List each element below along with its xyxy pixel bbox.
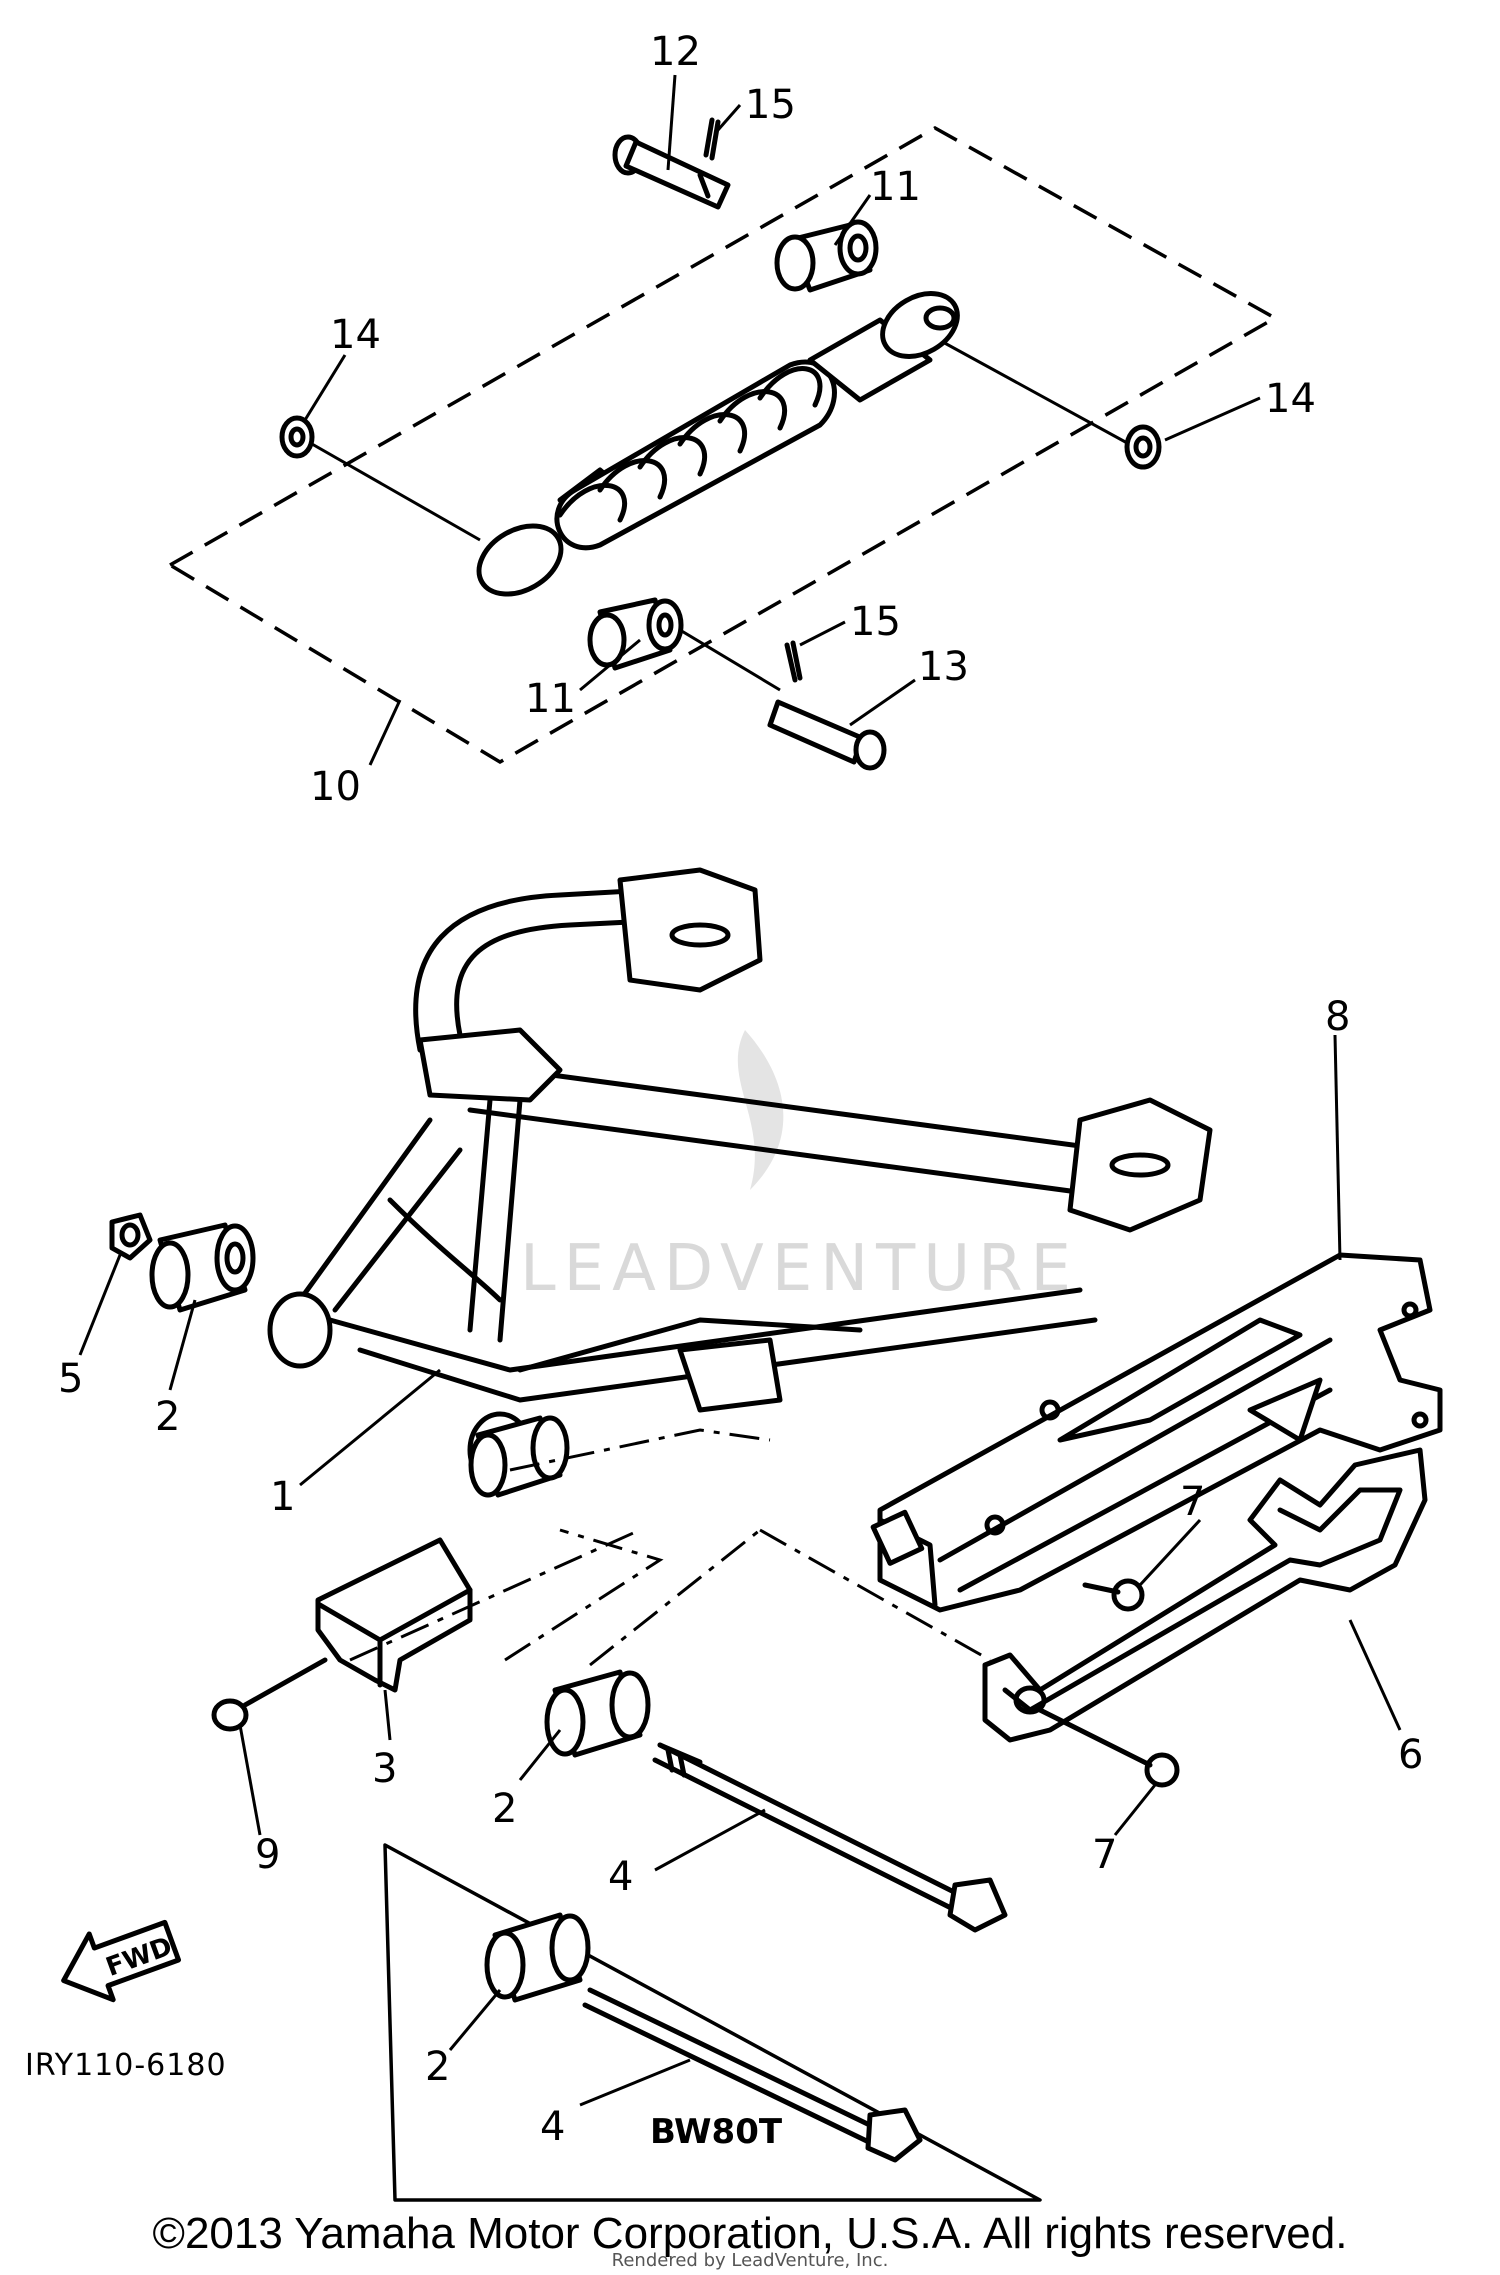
bushing-2a <box>149 1222 256 1313</box>
callout-2b: 2 <box>492 1786 517 1832</box>
pivot-shaft-4b <box>582 1987 923 2163</box>
bolt-7a <box>1082 1578 1145 1612</box>
callout-3: 3 <box>372 1746 397 1792</box>
callout-7a: 7 <box>1180 1479 1205 1525</box>
washer-14b <box>1124 424 1162 470</box>
callout-2a: 2 <box>155 1394 180 1440</box>
axis-line-4 <box>759 1528 991 1662</box>
callout-4a: 4 <box>608 1854 633 1900</box>
bolt-12 <box>612 134 731 210</box>
callout-6: 6 <box>1398 1732 1423 1778</box>
bushing-2-mid <box>468 1415 570 1498</box>
washer-14a <box>279 415 315 459</box>
nut-5 <box>109 1212 153 1261</box>
rear-arm <box>267 867 1213 1489</box>
cotter-pin-15a <box>703 117 721 161</box>
bolt-9 <box>211 1657 328 1732</box>
callout-10: 10 <box>310 764 361 810</box>
chain-case <box>870 1252 1443 1613</box>
chain-guard <box>982 1447 1428 1743</box>
bushing-11a <box>774 219 879 293</box>
variant-box: BW80T <box>383 1843 1042 2202</box>
callout-8: 8 <box>1325 994 1350 1040</box>
callout-11b: 11 <box>525 676 576 722</box>
drawing-number: IRY110-6180 <box>25 2048 227 2083</box>
render-credit: Rendered by LeadVenture, Inc. <box>611 2250 889 2271</box>
shock-assembly-group: 12 15 11 14 14 15 13 11 10 <box>166 29 1316 810</box>
bushing-11b <box>587 597 684 671</box>
copyright-notice: ©2013 Yamaha Motor Corporation, U.S.A. A… <box>152 2209 1348 2258</box>
axis-line-2 <box>349 1528 641 1662</box>
bolt-7b <box>1037 1707 1180 1788</box>
callout-7b: 7 <box>1092 1832 1117 1878</box>
pivot-shaft-4a <box>652 1742 1008 1933</box>
callout-13: 13 <box>918 644 969 690</box>
axis-line-3 <box>504 1528 664 1662</box>
protector <box>315 1537 473 1693</box>
variant-label: BW80T <box>650 2112 783 2152</box>
cotter-pin-15b <box>784 640 803 683</box>
callout-14a: 14 <box>330 312 381 358</box>
callout-5: 5 <box>58 1356 83 1402</box>
bolt-13 <box>767 699 887 771</box>
fwd-arrow-icon: FWD <box>61 1919 182 2003</box>
callout-1: 1 <box>270 1474 295 1520</box>
callout-15b: 15 <box>850 599 901 645</box>
callout-15a: 15 <box>745 82 796 128</box>
callout-2c: 2 <box>425 2044 450 2090</box>
rear-shock-absorber <box>476 291 960 597</box>
watermark-text: LEADVENTURE <box>520 1232 1079 1306</box>
watermark: LEADVENTURE <box>520 1030 1079 1306</box>
callout-9: 9 <box>255 1832 280 1878</box>
shock-kit-outline <box>166 125 1279 765</box>
bushing-2c <box>484 1912 591 2003</box>
callout-11a: 11 <box>870 164 921 210</box>
axis-line-1 <box>509 1428 771 1472</box>
callout-12: 12 <box>650 29 701 75</box>
callout-14b: 14 <box>1265 376 1316 422</box>
bushing-2b <box>544 1669 651 1758</box>
callout-4b: 4 <box>540 2104 565 2150</box>
axis-line-5 <box>589 1528 761 1667</box>
